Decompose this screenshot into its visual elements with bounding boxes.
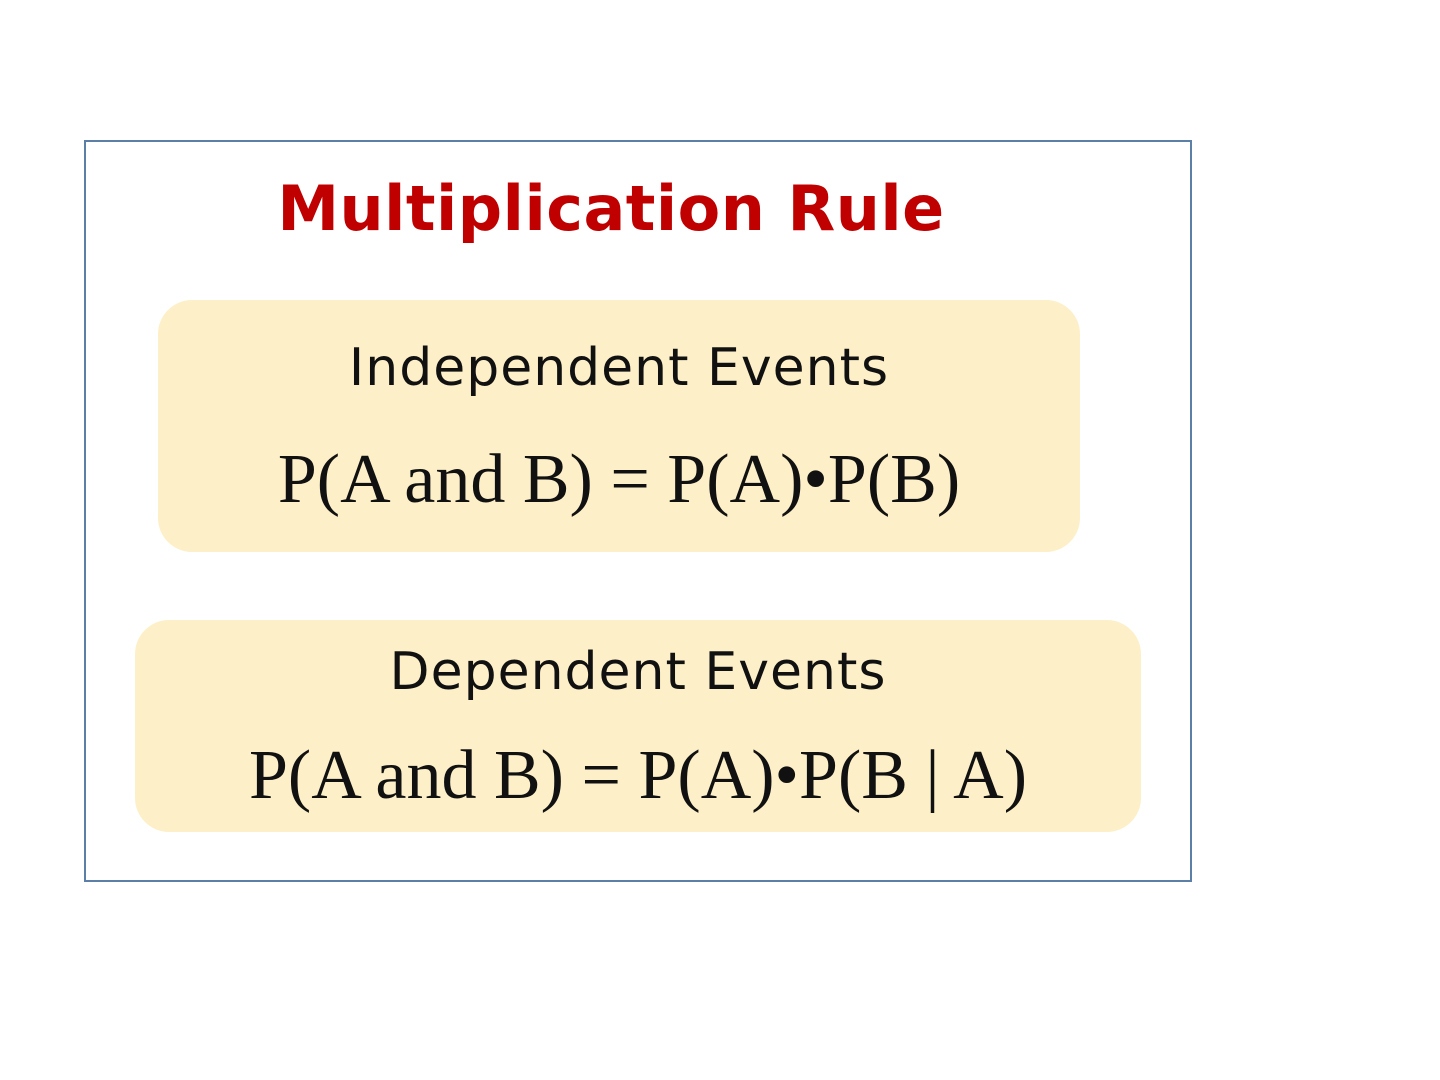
dependent-events-card: Dependent Events P(A and B) = P(A)•P(B |… — [135, 620, 1141, 832]
dependent-events-heading: Dependent Events — [389, 642, 887, 702]
diagram-frame: Multiplication Rule Independent Events P… — [84, 140, 1192, 882]
independent-events-card: Independent Events P(A and B) = P(A)•P(B… — [158, 300, 1080, 552]
independent-events-formula: P(A and B) = P(A)•P(B) — [277, 441, 961, 518]
diagram-title: Multiplication Rule — [277, 172, 945, 245]
dependent-events-formula: P(A and B) = P(A)•P(B | A) — [248, 737, 1028, 814]
independent-events-heading: Independent Events — [348, 338, 890, 398]
